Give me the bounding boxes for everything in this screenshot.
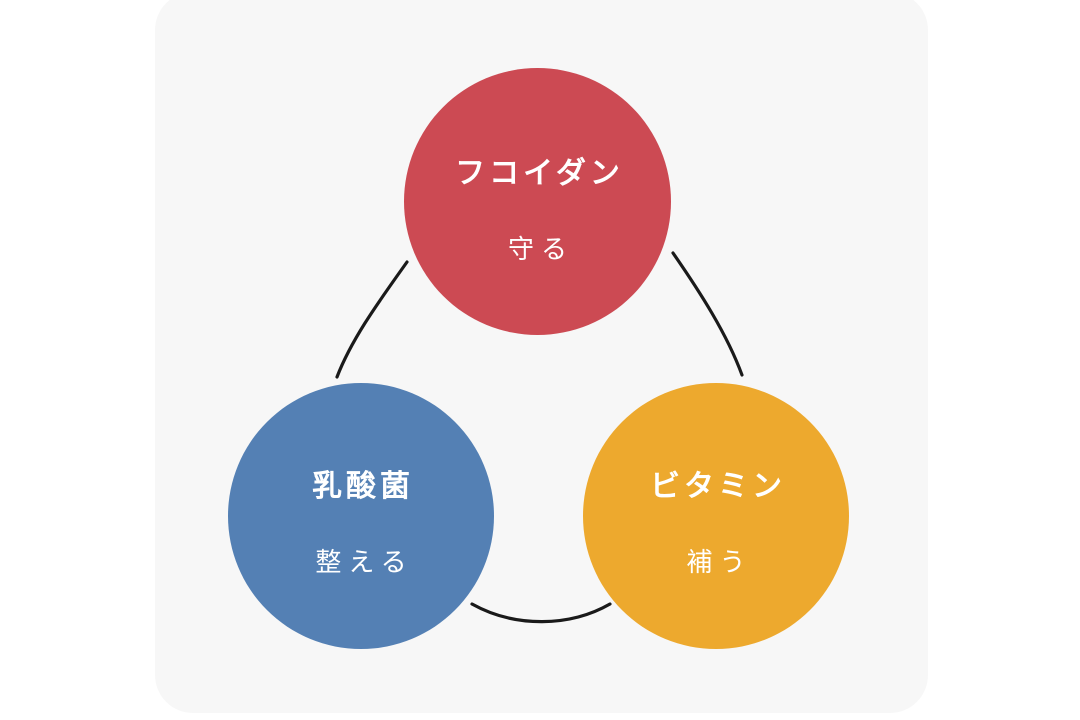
node-fucoidan-title: フコイダン	[455, 157, 624, 190]
node-lactic-acid-bacteria[interactable]: 乳酸菌 整える	[228, 383, 494, 649]
node-vitamin-subtitle: 補う	[686, 546, 753, 577]
node-fucoidan-subtitle: 守る	[507, 234, 574, 264]
node-lactic-acid-bacteria-subtitle: 整える	[315, 546, 414, 577]
node-vitamin[interactable]: ビタミン 補う	[583, 383, 849, 649]
node-fucoidan[interactable]: フコイダン 守る	[404, 68, 671, 335]
node-vitamin-title: ビタミン	[650, 469, 786, 503]
node-lactic-acid-bacteria-title: 乳酸菌	[312, 469, 414, 503]
